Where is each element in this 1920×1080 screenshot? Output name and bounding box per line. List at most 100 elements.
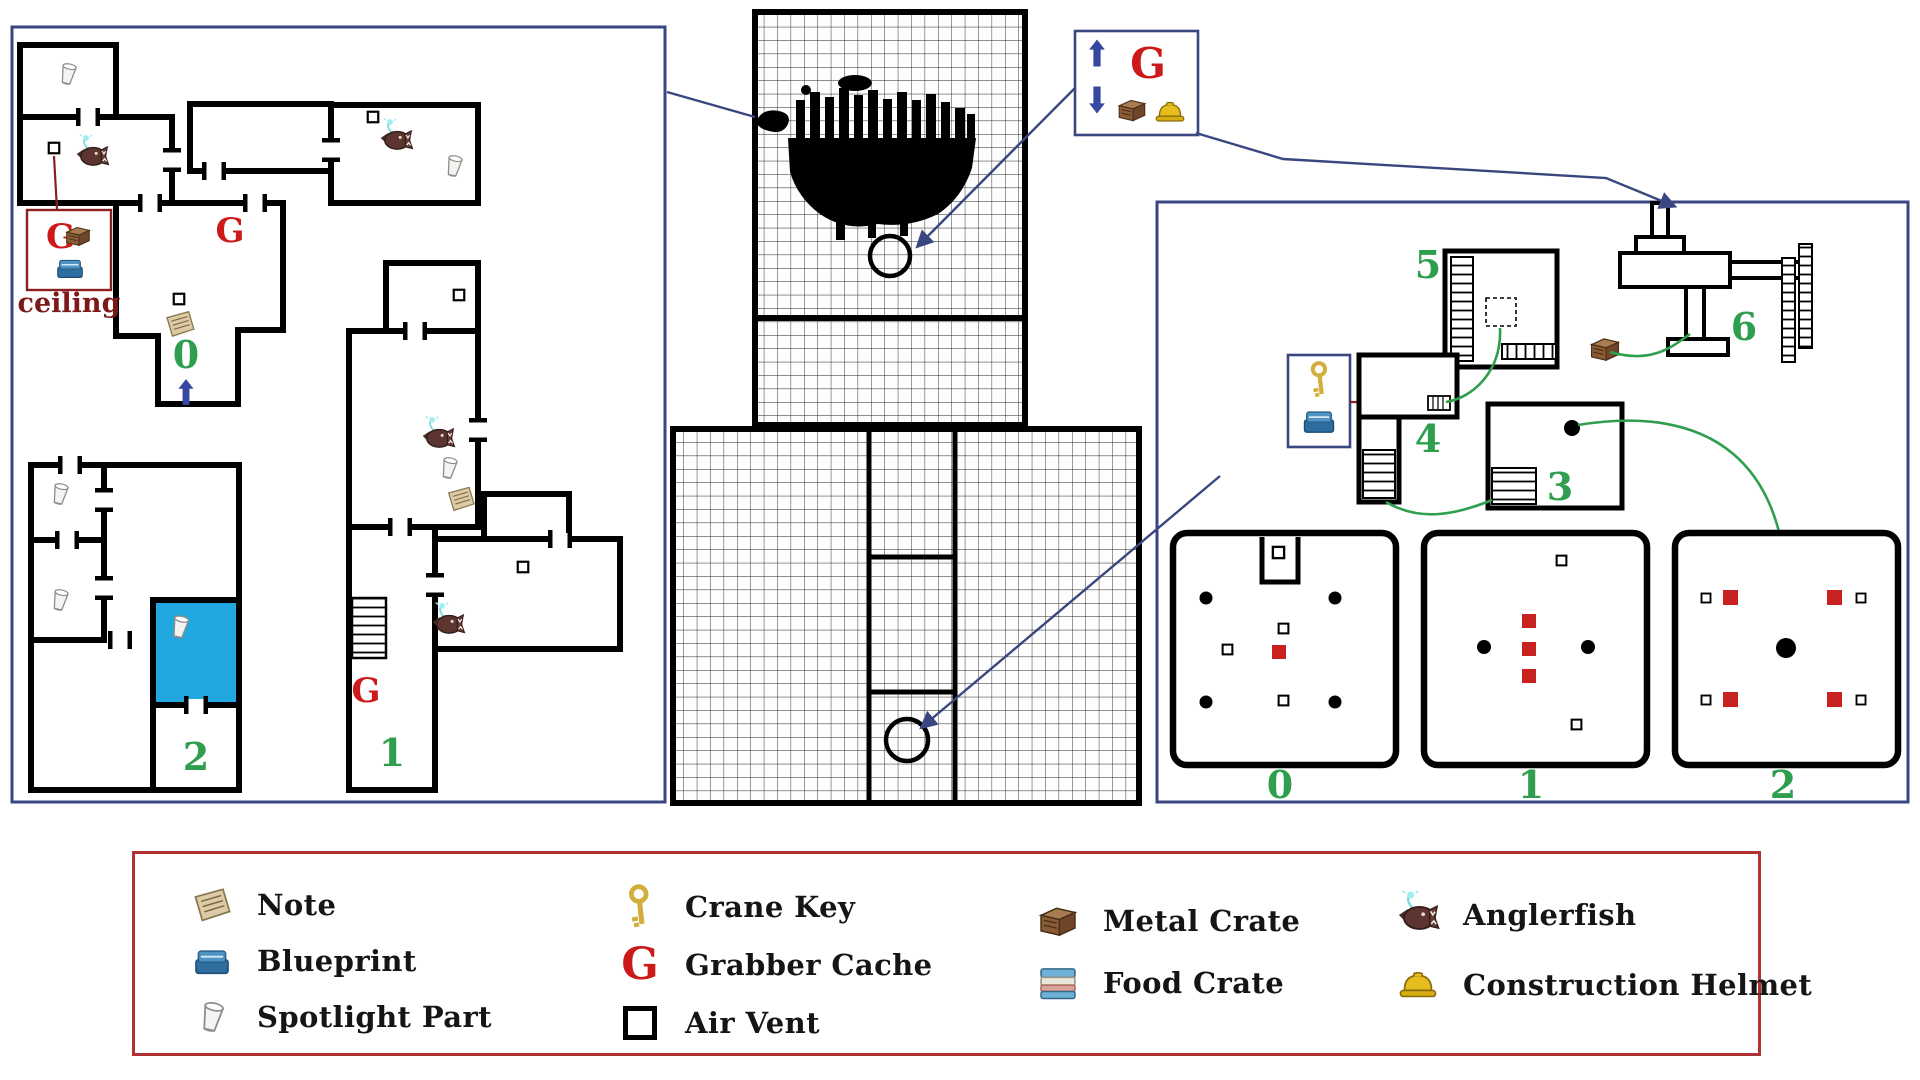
room-6-crane: 6	[1590, 201, 1813, 363]
crane-key-icon	[615, 882, 665, 932]
bay-notch	[1259, 537, 1301, 585]
ceiling-cache-callout: G ceiling	[18, 155, 121, 319]
rail-icon	[1781, 257, 1796, 363]
legend-item: Anglerfish	[1393, 890, 1812, 940]
legend-item-label: Note	[257, 888, 337, 922]
rail-icon	[1798, 243, 1813, 349]
ceiling-caption: ceiling	[18, 288, 121, 319]
vent-opening-marker	[867, 233, 913, 279]
air-vent-icon	[1855, 592, 1867, 604]
stairs-icon	[1491, 467, 1537, 505]
anglerfish-icon	[1393, 890, 1443, 940]
bay-label-0: 0	[1267, 762, 1293, 807]
air-vent-icon	[1700, 694, 1712, 706]
bay-0: 0	[1169, 529, 1400, 807]
air-vent-icon	[1221, 643, 1234, 656]
left-floor-map-panel: G ceiling G	[10, 25, 667, 804]
legend-item-label: Anglerfish	[1463, 898, 1637, 932]
red-crate-marker	[1522, 642, 1536, 656]
red-crate-marker	[1272, 645, 1286, 659]
red-crate-marker	[1827, 590, 1842, 605]
legend-item: Note	[187, 880, 492, 930]
legend-item-label: Blueprint	[257, 944, 417, 978]
legend-item-label: Grabber Cache	[685, 948, 933, 982]
red-crate-marker	[1723, 692, 1738, 707]
grabber-cache-label: G	[351, 671, 380, 711]
red-crate-marker	[1827, 692, 1842, 707]
grabber-cache-icon: G	[621, 939, 659, 990]
grabber-cache-label: G	[1130, 39, 1166, 88]
bay-label-1: 1	[1518, 762, 1544, 807]
metal-crate-icon	[66, 227, 90, 246]
floor-label-1: 1	[379, 730, 405, 775]
metal-crate-icon	[1590, 338, 1620, 361]
air-vent-icon	[172, 292, 186, 306]
air-vent-icon	[1855, 694, 1867, 706]
blueprint-icon	[57, 259, 83, 279]
legend-column-4: Anglerfish Construction Helmet	[1393, 890, 1812, 1010]
red-crate-marker	[1723, 590, 1738, 605]
red-crate-marker	[1522, 614, 1536, 628]
legend-item: G Grabber Cache	[615, 940, 932, 990]
bay-label-2: 2	[1770, 762, 1796, 807]
room-4: 4	[1356, 352, 1460, 505]
stairs-icon	[350, 596, 388, 660]
spotlight-part-icon	[187, 992, 237, 1042]
tower-map: G	[670, 9, 1200, 806]
tower-base-walls	[866, 429, 958, 803]
legend-column-3: Metal Crate Food Crate	[1033, 896, 1300, 1008]
legend-item-label: Air Vent	[685, 1006, 820, 1040]
blueprint-icon	[187, 936, 237, 986]
air-vent-icon	[516, 560, 530, 574]
room-label-3: 3	[1547, 464, 1573, 509]
air-vent-icon	[1570, 718, 1583, 731]
legend-item: Construction Helmet	[1393, 960, 1812, 1010]
vent-opening-marker	[883, 716, 931, 764]
legend-item-label: Spotlight Part	[257, 1000, 492, 1034]
crane-key-callout	[1286, 353, 1431, 449]
legend-item-label: Metal Crate	[1103, 904, 1301, 938]
legend-item-label: Food Crate	[1103, 966, 1285, 1000]
metal-crate-icon	[1118, 99, 1146, 122]
hatch-dot	[1776, 638, 1796, 658]
wall-vent-grate	[1427, 395, 1451, 411]
note-icon	[187, 880, 237, 930]
room-label-5: 5	[1415, 242, 1441, 287]
bay-2: 2	[1671, 529, 1902, 807]
legend: Note Blueprint Spotlight Part Crane Key …	[132, 851, 1812, 1056]
dark-splatter	[756, 75, 976, 240]
food-crate-icon	[1033, 958, 1083, 1008]
vent-info-box: G	[1073, 29, 1200, 137]
air-vent-icon	[1700, 592, 1712, 604]
flooded-room	[150, 597, 242, 708]
connector-lines	[666, 87, 1678, 730]
legend-item: Spotlight Part	[187, 992, 492, 1042]
right-facility-map-panel: 5 6	[1155, 200, 1910, 807]
room-label-4: 4	[1415, 416, 1441, 461]
air-vent-icon	[615, 998, 665, 1048]
room-5: 5	[1415, 242, 1560, 370]
construction-helmet-icon	[1393, 960, 1443, 1010]
air-vent-icon	[1271, 545, 1286, 560]
hatch-dot	[1564, 420, 1580, 436]
floor-label-0: 0	[173, 332, 199, 377]
air-vent-icon	[452, 288, 466, 302]
blueprint-icon	[1303, 411, 1335, 434]
room-label-6: 6	[1731, 304, 1757, 349]
room-3: 3	[1485, 401, 1625, 511]
floor-label-2: 2	[183, 734, 209, 779]
air-vent-icon	[366, 110, 380, 124]
legend-column-1: Note Blueprint Spotlight Part	[187, 880, 492, 1042]
legend-item-label: Crane Key	[685, 890, 856, 924]
legend-item-label: Construction Helmet	[1463, 968, 1813, 1002]
ladder-icon	[1450, 256, 1474, 362]
metal-crate-icon	[1033, 896, 1083, 946]
route-line	[1609, 332, 1691, 358]
tower-base	[670, 426, 1142, 806]
hatch-outline	[1485, 297, 1517, 327]
bay-1: 1	[1420, 529, 1651, 807]
legend-column-2: Crane Key G Grabber Cache Air Vent	[615, 882, 932, 1048]
air-vent-icon	[47, 141, 61, 155]
